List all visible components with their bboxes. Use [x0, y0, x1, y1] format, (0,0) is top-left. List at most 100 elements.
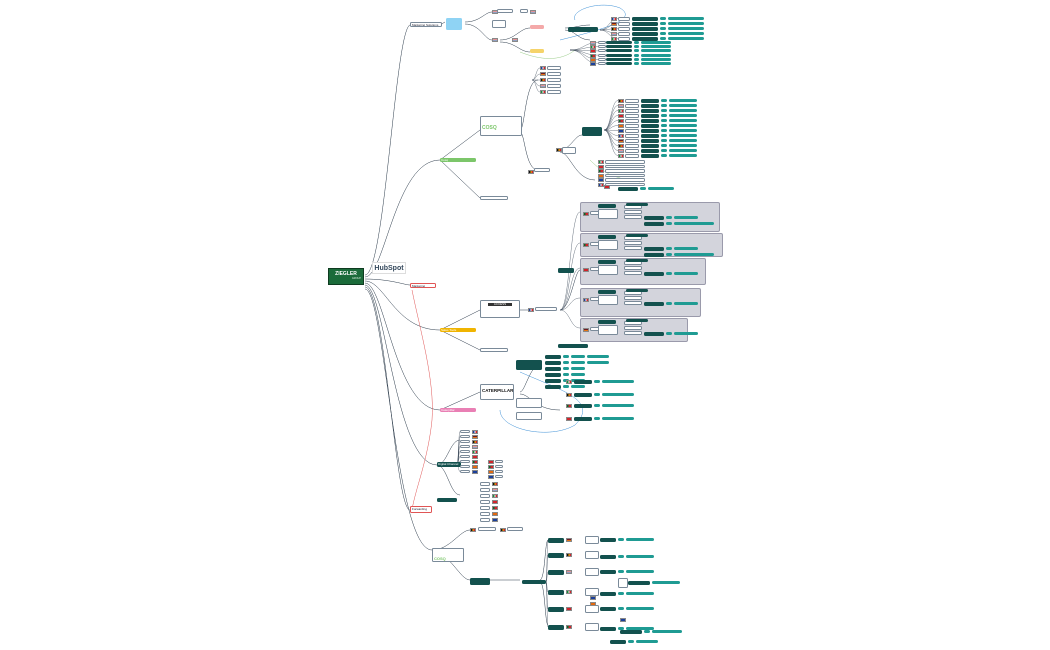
- leaf-node[interactable]: [460, 440, 470, 443]
- leaf-node[interactable]: [547, 72, 561, 76]
- leaf-pill[interactable]: [634, 49, 639, 53]
- leaf-pill[interactable]: [666, 216, 672, 219]
- leaf-node[interactable]: [605, 182, 645, 186]
- leaf-pill[interactable]: [641, 45, 671, 49]
- leaf-pill[interactable]: [661, 114, 667, 117]
- leaf-pill[interactable]: [602, 393, 634, 396]
- header-caterpillar[interactable]: Caterpillar: [440, 408, 476, 412]
- leaf-node[interactable]: [585, 551, 599, 559]
- leaf-pill[interactable]: [669, 109, 697, 112]
- dark-node-digital[interactable]: [437, 498, 457, 502]
- leaf-node[interactable]: [644, 247, 664, 251]
- leaf-node[interactable]: [605, 169, 645, 173]
- leaf-pill[interactable]: [666, 272, 672, 275]
- leaf-pill[interactable]: [660, 37, 666, 40]
- leaf-node[interactable]: [641, 129, 659, 133]
- leaf-pill[interactable]: [661, 109, 667, 112]
- leaf-pill[interactable]: [669, 114, 697, 117]
- dark-node-caterpillar[interactable]: [516, 360, 542, 370]
- leaf-pill[interactable]: [669, 149, 697, 152]
- leaf-node[interactable]: [644, 302, 664, 306]
- leaf-node[interactable]: [547, 90, 561, 94]
- leaf-pill[interactable]: [634, 62, 639, 65]
- leaf-node[interactable]: [641, 134, 659, 138]
- leaf-node[interactable]: [585, 605, 599, 613]
- leaf-pill[interactable]: [669, 134, 697, 137]
- leaf-node[interactable]: [625, 99, 639, 103]
- leaf-pill[interactable]: [626, 555, 654, 558]
- dark-node-cosq[interactable]: [582, 127, 602, 136]
- leaf-pill[interactable]: [661, 154, 667, 157]
- leaf-node[interactable]: [624, 271, 642, 275]
- leaf-pill[interactable]: [594, 393, 600, 396]
- leaf-node[interactable]: [641, 114, 659, 118]
- leaf-node[interactable]: [628, 581, 650, 585]
- leaf-node[interactable]: [618, 187, 638, 191]
- leaf-node[interactable]: [598, 41, 606, 44]
- leaf-node[interactable]: [598, 57, 606, 61]
- leaf-node[interactable]: [644, 222, 664, 226]
- branch-marketing-solutions[interactable]: Marketing Solutions: [410, 22, 442, 27]
- leaf-node[interactable]: [610, 640, 626, 644]
- leaf-pill[interactable]: [661, 134, 667, 137]
- leaf-pill[interactable]: [669, 124, 697, 127]
- leaf-pill[interactable]: [641, 62, 671, 65]
- leaf-pill[interactable]: [661, 144, 667, 147]
- leaf-node[interactable]: [625, 134, 639, 138]
- leaf-pill[interactable]: [626, 538, 654, 541]
- leaf-node[interactable]: [548, 538, 564, 543]
- leaf-node[interactable]: [605, 178, 645, 182]
- leaf-node[interactable]: [516, 398, 542, 408]
- leaf-node[interactable]: [618, 17, 630, 21]
- leaf-pill[interactable]: [674, 302, 698, 305]
- leaf-node[interactable]: [545, 361, 561, 365]
- header-sales-tools[interactable]: Sales Tools: [440, 328, 476, 332]
- leaf-pill[interactable]: [661, 149, 667, 152]
- leaf-node[interactable]: [545, 373, 561, 377]
- leaf-node[interactable]: [548, 553, 564, 558]
- leaf-pill[interactable]: [660, 17, 666, 20]
- leaf-node[interactable]: [547, 66, 561, 70]
- leaf-pill[interactable]: [674, 272, 698, 275]
- leaf-pill[interactable]: [661, 124, 667, 127]
- leaf-node[interactable]: [641, 144, 659, 148]
- leaf-node[interactable]: [644, 253, 664, 257]
- leaf-node[interactable]: [632, 27, 658, 31]
- leaf-node[interactable]: [606, 41, 632, 44]
- leaf-node[interactable]: [626, 289, 648, 292]
- leaf-node[interactable]: [460, 435, 470, 438]
- leaf-node[interactable]: [507, 527, 523, 531]
- leaf-pill[interactable]: [628, 640, 634, 643]
- leaf-node[interactable]: [632, 22, 658, 26]
- leaf-node[interactable]: [641, 139, 659, 143]
- leaf-pill[interactable]: [618, 607, 624, 610]
- leaf-pill[interactable]: [634, 45, 639, 49]
- leaf-pill[interactable]: [669, 129, 697, 132]
- leaf-node[interactable]: [460, 450, 470, 453]
- leaf-pill[interactable]: [618, 555, 624, 558]
- leaf-pill[interactable]: [641, 41, 671, 44]
- leaf-node[interactable]: [495, 475, 503, 478]
- leaf-pill[interactable]: [602, 380, 634, 383]
- leaf-node[interactable]: [598, 320, 616, 324]
- leaf-node[interactable]: [547, 78, 561, 82]
- leaf-node[interactable]: [618, 27, 630, 31]
- leaf-node[interactable]: [598, 45, 606, 49]
- leaf-node[interactable]: [606, 49, 632, 53]
- leaf-node[interactable]: [625, 139, 639, 143]
- leaf-node[interactable]: [574, 404, 592, 408]
- leaf-node[interactable]: [600, 627, 616, 631]
- leaf-node[interactable]: [585, 623, 599, 631]
- leaf-pill[interactable]: [594, 380, 600, 383]
- leaf-node[interactable]: [641, 104, 659, 108]
- leaf-node[interactable]: [632, 37, 658, 41]
- leaf-pill[interactable]: [587, 361, 609, 364]
- leaf-node[interactable]: [625, 149, 639, 153]
- leaf-pill[interactable]: [641, 49, 671, 53]
- leaf-node[interactable]: [624, 241, 642, 245]
- leaf-node[interactable]: [626, 259, 648, 262]
- leaf-pill[interactable]: [571, 385, 585, 388]
- leaf-node[interactable]: [480, 494, 490, 498]
- leaf-node[interactable]: [625, 104, 639, 108]
- leaf-node[interactable]: [585, 588, 599, 596]
